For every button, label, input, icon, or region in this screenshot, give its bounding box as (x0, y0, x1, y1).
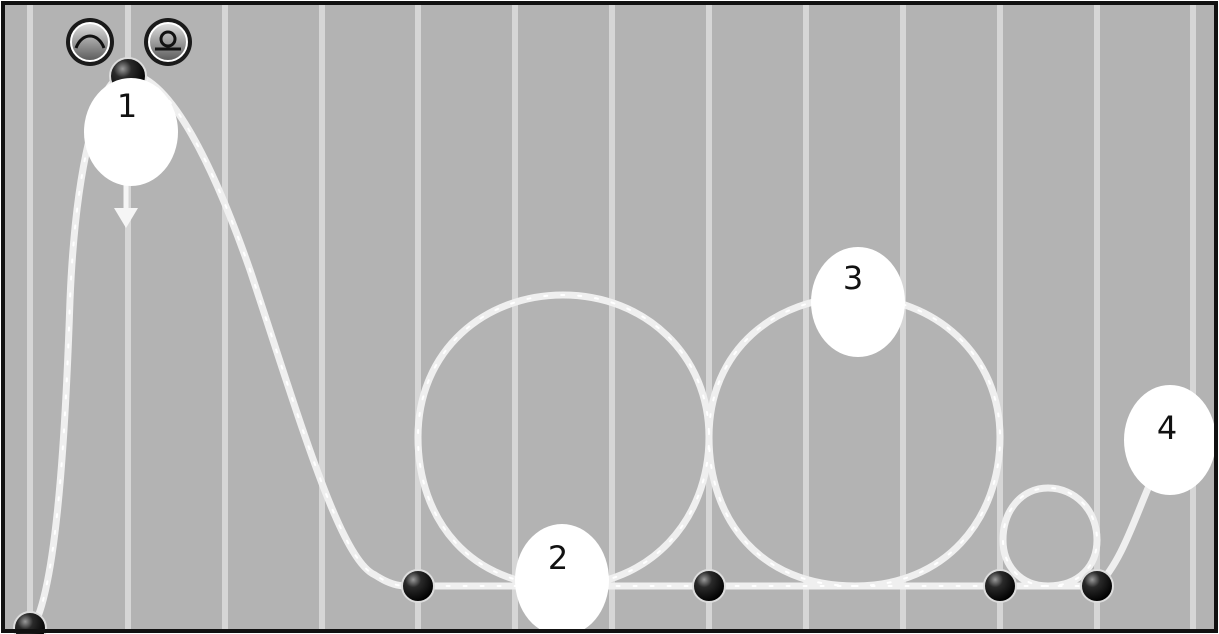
track-node-ball-icon[interactable] (983, 569, 1017, 603)
hill-tool-button[interactable] (66, 18, 114, 66)
callout-3: 3 (811, 247, 905, 357)
callout-3-label: 3 (843, 259, 863, 297)
callout-4: 4 (1124, 385, 1216, 495)
track-node-ball-icon[interactable] (1080, 569, 1114, 603)
track-node-ball-icon[interactable] (692, 569, 726, 603)
loop-tool-button[interactable] (144, 18, 192, 66)
callout-2: 2 (515, 524, 609, 634)
hill-curve-icon (74, 34, 106, 49)
callout-1-label: 1 (117, 87, 137, 125)
callout-2-label: 2 (548, 539, 568, 577)
track-dash-overlay (1001, 486, 1099, 587)
track-dash-overlay (416, 293, 711, 587)
callout-4-label: 4 (1157, 409, 1177, 447)
loop-icon (155, 30, 181, 51)
track-node-ball-icon[interactable] (401, 569, 435, 603)
track-node-ball-icon[interactable] (13, 611, 47, 634)
callout-1: 1 (84, 78, 178, 186)
